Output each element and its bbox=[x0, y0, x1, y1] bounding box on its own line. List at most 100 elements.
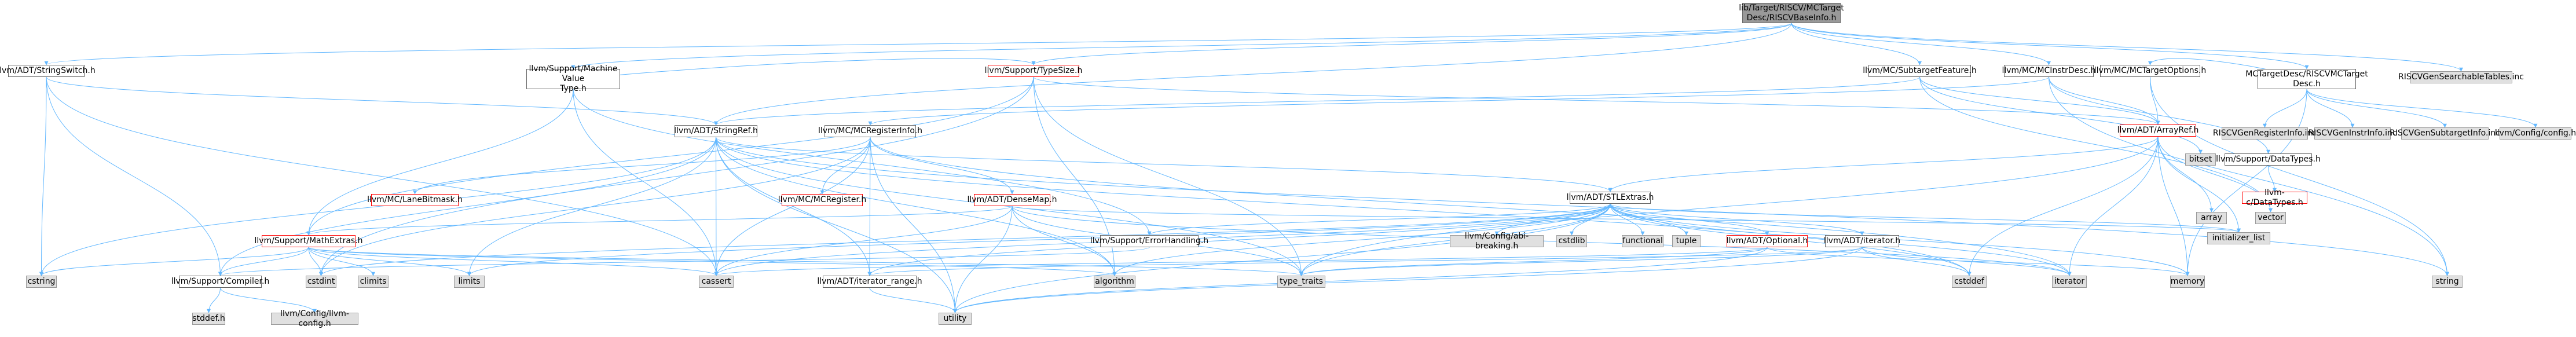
edge-mc-subtarget-feature-to-bitset bbox=[1919, 76, 2203, 154]
node-mc-register-info[interactable]: llvm/MC/MCRegisterInfo.h bbox=[818, 125, 922, 137]
node-mc-instr-desc[interactable]: llvm/MC/MCInstrDesc.h bbox=[2002, 65, 2096, 77]
edge-mctargetdesc-riscv-to-llvm-config bbox=[2306, 89, 2538, 128]
node-error-handling[interactable]: llvm/Support/ErrorHandling.h bbox=[1090, 235, 1208, 247]
edge-mctargetdesc-riscv-to-riscv-gen-register bbox=[2263, 89, 2307, 128]
node-cassert[interactable]: cassert bbox=[699, 276, 734, 288]
node-mc-subtarget-feature[interactable]: llvm/MC/SubtargetFeature.h bbox=[1863, 65, 1977, 77]
edge-string-ref-to-string bbox=[716, 137, 2449, 276]
node-initializer-list[interactable]: initializer_list bbox=[2207, 232, 2270, 244]
node-cstdint[interactable]: cstdint bbox=[306, 276, 336, 288]
edge-mc-register-info-to-mc-register bbox=[820, 137, 871, 195]
edge-stl-extras-to-optional bbox=[1610, 203, 1769, 236]
edge-machine-value-type-to-cassert bbox=[573, 89, 719, 276]
edge-iterator-range-to-utility bbox=[869, 287, 957, 313]
edge-mc-subtarget-feature-to-vector bbox=[1919, 76, 2273, 213]
node-adt-iterator[interactable]: llvm/ADT/iterator.h bbox=[1824, 235, 1900, 247]
edge-dense-map-to-utility bbox=[953, 206, 1013, 313]
node-cstdlib[interactable]: cstdlib bbox=[1556, 235, 1587, 247]
edge-string-switch-to-cassert bbox=[46, 76, 719, 276]
node-optional[interactable]: llvm/ADT/Optional.h bbox=[1727, 235, 1808, 247]
edge-array-ref-to-stl-extras bbox=[1608, 136, 2159, 192]
edge-optional-to-type-traits bbox=[1299, 247, 1768, 276]
edge-adt-iterator-to-iterator-range bbox=[867, 247, 1863, 276]
node-cstddef[interactable]: cstddef bbox=[1952, 276, 1987, 288]
edge-mctargetdesc-riscv-to-riscv-gen-instr bbox=[2306, 89, 2355, 128]
edge-array-ref-to-iterator bbox=[2067, 136, 2159, 276]
edge-stl-extras-to-cstdint bbox=[319, 203, 1611, 276]
node-type-traits[interactable]: type_traits bbox=[1277, 276, 1325, 288]
node-llvm-config[interactable]: llvm/Config/config.h bbox=[2495, 127, 2576, 140]
edge-stl-extras-to-initializer-list bbox=[1610, 203, 2241, 233]
node-riscv-gen-subtarget[interactable]: RISCVGenSubtargetInfo.inc bbox=[2390, 127, 2500, 140]
edge-optional-to-utility bbox=[953, 247, 1768, 313]
node-mctargetdesc-riscv[interactable]: MCTargetDesc/RISCVMCTarget Desc.h bbox=[2245, 69, 2368, 89]
node-data-types[interactable]: llvm/Support/DataTypes.h bbox=[2216, 153, 2321, 166]
edge-math-extras-to-cstdint bbox=[308, 247, 323, 276]
edge-machine-value-type-to-math-extras bbox=[306, 89, 574, 236]
edge-type-size-to-math-extras bbox=[306, 76, 1034, 236]
node-utility[interactable]: utility bbox=[939, 313, 972, 325]
edge-root-to-mctargetdesc-riscv bbox=[1791, 23, 2309, 69]
node-machine-value-type[interactable]: llvm/Support/Machine Value Type.h bbox=[526, 64, 620, 93]
node-stl-extras[interactable]: llvm/ADT/STLExtras.h bbox=[1567, 192, 1654, 204]
edge-root-to-mc-subtarget-feature bbox=[1791, 23, 1922, 65]
edge-stl-extras-to-adt-iterator bbox=[1610, 203, 1864, 236]
edge-mctargetdesc-riscv-to-memory bbox=[2185, 89, 2307, 276]
node-array-ref[interactable]: llvm/ADT/ArrayRef.h bbox=[2117, 124, 2198, 137]
edge-mctargetdesc-riscv-to-riscv-gen-subtarget bbox=[2306, 89, 2447, 128]
edge-string-ref-to-cstddef bbox=[716, 137, 1972, 276]
node-string-switch[interactable]: llvm/ADT/StringSwitch.h bbox=[0, 65, 96, 77]
edge-mc-instr-desc-to-array-ref bbox=[2049, 76, 2160, 125]
node-riscv-gen-searchable[interactable]: RISCVGenSearchableTables.inc bbox=[2398, 71, 2524, 83]
node-root[interactable]: lib/Target/RISCV/MCTarget Desc/RISCVBase… bbox=[1739, 3, 1844, 23]
node-functional[interactable]: functional bbox=[1622, 235, 1663, 247]
edge-mc-register-info-to-cstdint bbox=[319, 137, 871, 276]
edge-error-handling-to-compiler bbox=[218, 247, 1150, 276]
edge-string-switch-to-string-ref bbox=[46, 76, 718, 126]
edge-machine-value-type-to-type-size bbox=[573, 58, 1036, 79]
node-riscv-gen-register[interactable]: RISCVGenRegisterInfo.inc bbox=[2213, 127, 2317, 140]
node-lane-bitmask[interactable]: llvm/MC/LaneBitmask.h bbox=[367, 194, 463, 206]
edge-string-ref-to-utility bbox=[716, 137, 957, 313]
node-mc-register[interactable]: llvm/MC/MCRegister.h bbox=[778, 194, 866, 206]
node-iterator[interactable]: iterator bbox=[2052, 276, 2087, 288]
node-llvm-config-header[interactable]: llvm/Config/llvm-config.h bbox=[271, 309, 358, 328]
edge-math-extras-to-limits bbox=[308, 247, 471, 276]
edge-stl-extras-to-iterator-range bbox=[867, 203, 1611, 276]
node-compiler[interactable]: llvm/Support/Compiler.h bbox=[171, 276, 269, 288]
edge-stl-extras-to-algorithm bbox=[1112, 203, 1611, 276]
node-config-abi-breaking[interactable]: llvm/Config/abi-breaking.h bbox=[1450, 232, 1544, 251]
node-math-extras[interactable]: llvm/Support/MathExtras.h bbox=[254, 235, 363, 247]
edge-string-switch-to-compiler bbox=[46, 76, 222, 276]
edge-optional-to-memory bbox=[1767, 247, 2190, 276]
edge-root-to-machine-value-type bbox=[571, 23, 1792, 69]
edge-math-extras-to-cassert bbox=[308, 247, 719, 276]
node-algorithm[interactable]: algorithm bbox=[1094, 276, 1135, 288]
node-dense-map[interactable]: llvm/ADT/DenseMap.h bbox=[967, 194, 1057, 206]
edge-mc-instr-desc-to-data-types bbox=[2049, 76, 2270, 154]
node-string-ref[interactable]: llvm/ADT/StringRef.h bbox=[674, 125, 758, 137]
edge-dense-map-to-cassert bbox=[714, 206, 1013, 276]
node-array[interactable]: array bbox=[2196, 212, 2227, 224]
node-tuple[interactable]: tuple bbox=[1672, 235, 1701, 247]
node-type-size[interactable]: llvm/Support/TypeSize.h bbox=[985, 65, 1082, 77]
node-iterator-range[interactable]: llvm/ADT/iterator_range.h bbox=[817, 276, 922, 288]
edge-stl-extras-to-limits bbox=[467, 203, 1611, 276]
node-climits[interactable]: climits bbox=[358, 276, 389, 288]
node-mc-target-options[interactable]: llvm/MC/MCTargetOptions.h bbox=[2094, 65, 2206, 77]
node-vector[interactable]: vector bbox=[2255, 212, 2286, 224]
node-memory[interactable]: memory bbox=[2170, 276, 2205, 288]
node-riscv-gen-instr[interactable]: RISCVGenInstrInfo.inc bbox=[2308, 127, 2397, 140]
node-cstring[interactable]: cstring bbox=[26, 276, 57, 288]
node-limits[interactable]: limits bbox=[454, 276, 485, 288]
node-bitset[interactable]: bitset bbox=[2185, 153, 2216, 166]
edge-compiler-to-llvm-config-header bbox=[220, 287, 317, 313]
edge-data-types-to-llvm-c-data-types bbox=[2268, 165, 2277, 192]
edge-root-to-type-size bbox=[1031, 23, 1792, 65]
node-string[interactable]: string bbox=[2432, 276, 2463, 288]
node-llvm-c-data-types[interactable]: llvm-c/DataTypes.h bbox=[2242, 188, 2307, 207]
node-stddef-h[interactable]: stddef.h bbox=[192, 313, 225, 325]
edge-type-size-to-cstdint bbox=[319, 76, 1034, 276]
